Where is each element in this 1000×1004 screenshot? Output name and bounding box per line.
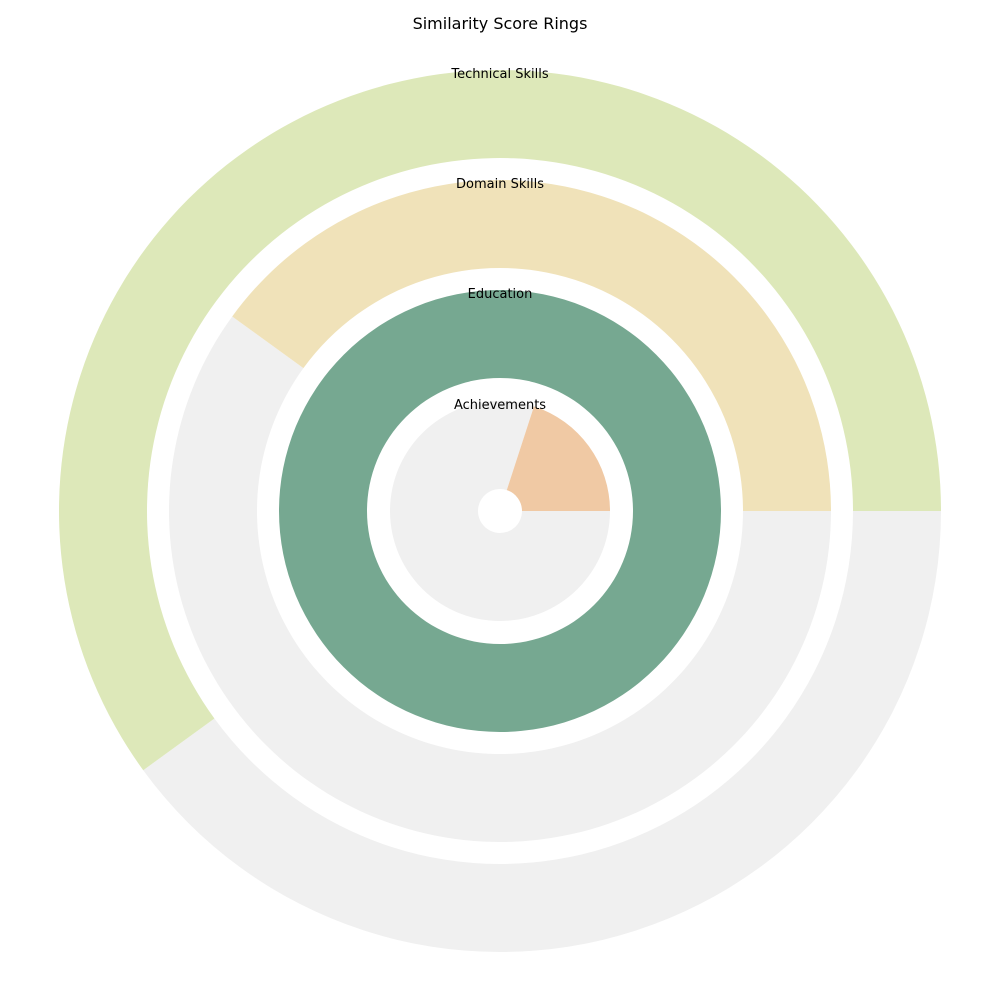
ring-arc-achievements	[506, 406, 610, 511]
rings-layer	[58, 70, 941, 953]
ring-arc-education	[279, 290, 721, 732]
ring-label-technical-skills: Technical Skills	[450, 67, 548, 82]
ring-label-domain-skills: Domain Skills	[456, 177, 544, 192]
ring-arc-technical-skills	[58, 70, 941, 771]
chart-title: Similarity Score Rings	[413, 14, 588, 33]
ring-track-achievements	[390, 401, 610, 621]
ring-track-technical-skills	[143, 511, 941, 953]
ring-label-achievements: Achievements	[454, 398, 546, 413]
ring-arc-domain-skills	[232, 180, 831, 511]
ring-track-domain-skills	[168, 316, 831, 842]
ring-label-education: Education	[468, 287, 533, 302]
